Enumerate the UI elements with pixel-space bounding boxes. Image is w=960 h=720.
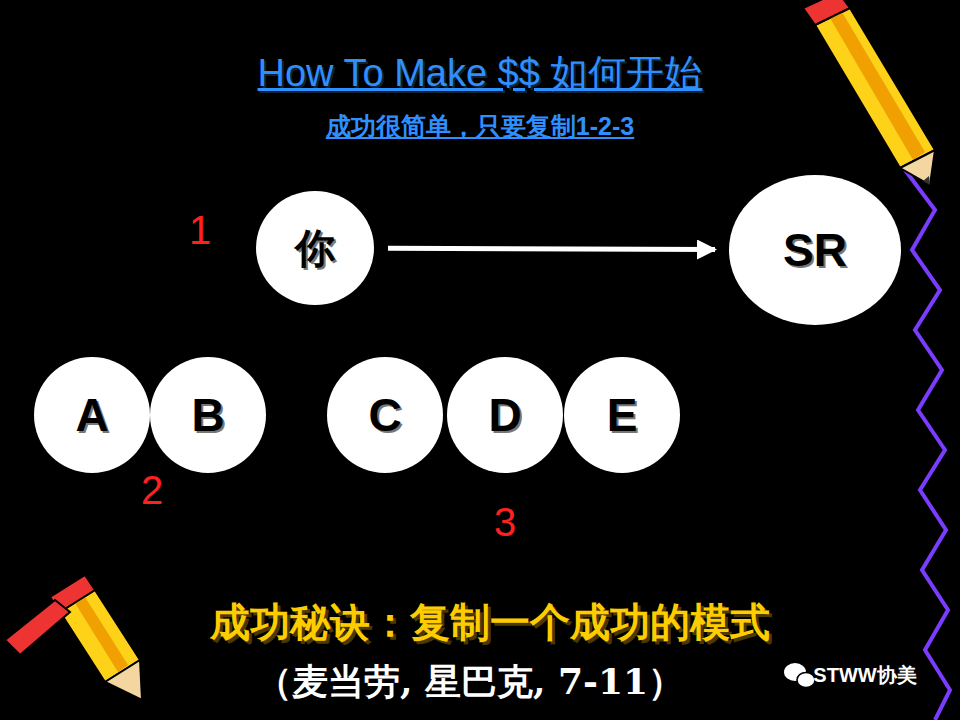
node-label: 你: [295, 221, 335, 276]
watermark: STWW协美: [813, 662, 916, 689]
member-circle: C: [327, 357, 443, 473]
pencil-bottom-left: [5, 575, 142, 700]
member-circle: A: [34, 357, 150, 473]
secret-text: 成功秘诀：复制一个成功的模式: [210, 595, 770, 650]
pencil-top-right: [803, 0, 935, 185]
subtitle: 成功很简单，只要复制1-2-3: [326, 110, 634, 143]
arrow-connector: [388, 248, 715, 249]
node-label: B: [191, 388, 224, 442]
node-label: SR: [783, 223, 847, 277]
node-label: A: [75, 388, 108, 442]
callout-number: 2: [141, 468, 163, 513]
callout-number: 3: [494, 500, 516, 545]
you-circle: 你: [256, 191, 374, 305]
node-label: E: [607, 388, 638, 442]
member-circle: D: [447, 357, 563, 473]
zigzag-line: [905, 170, 950, 720]
node-label: C: [368, 388, 401, 442]
member-circle: B: [150, 357, 266, 473]
callout-number: 1: [189, 208, 211, 253]
node-label: D: [488, 388, 521, 442]
member-circle: E: [564, 357, 680, 473]
wechat-icon: [784, 663, 815, 688]
sr-circle: SR: [729, 175, 901, 325]
examples-text: （麦当劳, 星巴克, 7-11）: [256, 658, 684, 707]
title: How To Make $$ 如何开始: [258, 48, 703, 99]
